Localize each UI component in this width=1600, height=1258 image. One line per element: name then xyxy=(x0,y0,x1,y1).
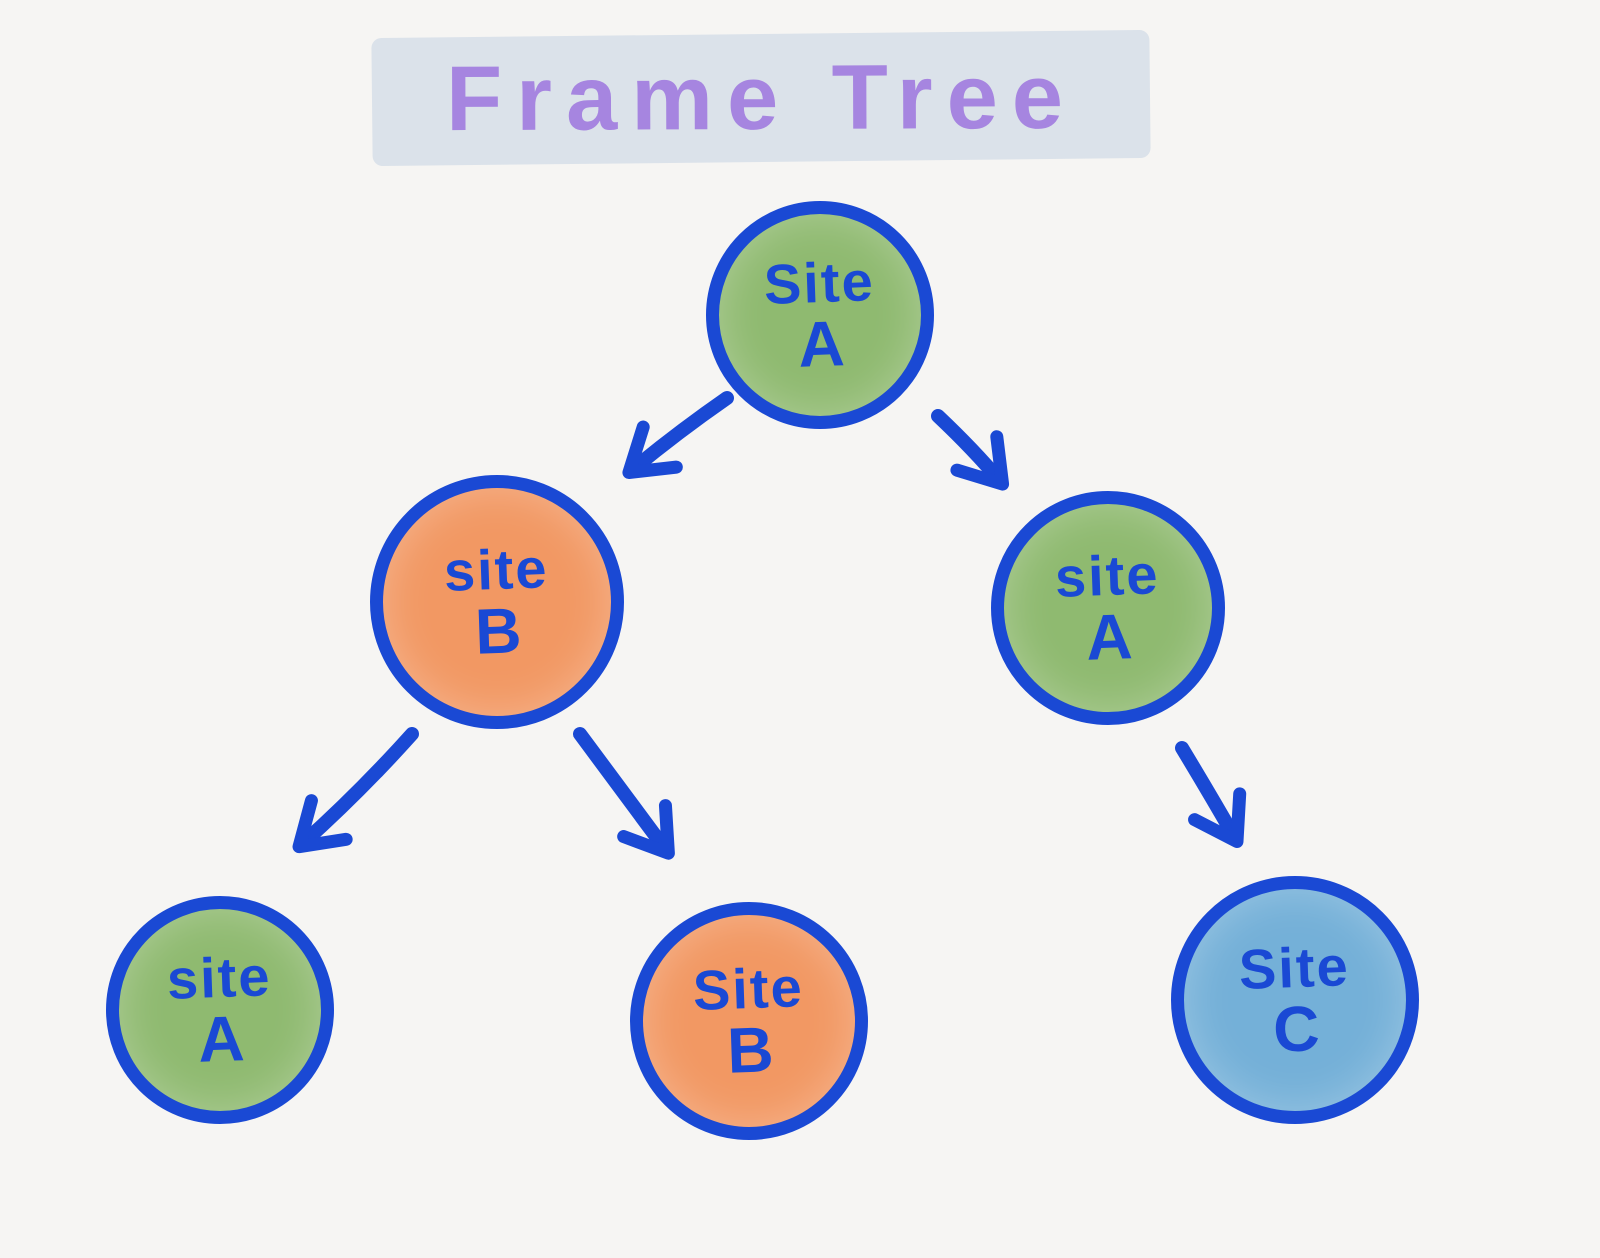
edge-site-a-to-site-c xyxy=(1175,741,1247,848)
node-text-line1: site xyxy=(1053,542,1161,609)
edge-root-to-site-a xyxy=(931,409,1010,491)
node-text-line1: site xyxy=(442,536,550,603)
node-text-line1: Site xyxy=(762,248,876,316)
node-label: site A xyxy=(165,944,274,1076)
node-mid-site-b: site B xyxy=(370,475,624,729)
edge-root-to-site-b xyxy=(622,391,734,480)
node-text-line1: site xyxy=(165,944,273,1011)
node-root-site-a: Site A xyxy=(706,201,934,429)
node-text-line2: A xyxy=(1084,599,1134,674)
node-text-line1: Site xyxy=(691,954,805,1022)
node-text-line2: B xyxy=(725,1012,775,1087)
node-leaf-site-a: site A xyxy=(106,896,334,1124)
node-text-line2: B xyxy=(473,593,523,668)
node-text-line2: A xyxy=(796,306,846,381)
node-label: Site A xyxy=(762,248,878,381)
diagram-title: Frame Tree xyxy=(445,45,1077,150)
edge-site-b-to-leaf-b xyxy=(573,727,675,860)
node-mid-site-a: site A xyxy=(991,491,1225,725)
title-highlight: Frame Tree xyxy=(371,29,1151,167)
node-label: Site B xyxy=(691,954,807,1087)
node-text-line1: Site xyxy=(1237,933,1351,1001)
node-label: site B xyxy=(442,536,551,668)
node-label: Site C xyxy=(1237,933,1353,1066)
edge-site-b-to-leaf-a xyxy=(292,727,419,854)
node-text-line2: A xyxy=(196,1001,246,1076)
node-label: site A xyxy=(1053,542,1162,674)
node-leaf-site-c: Site C xyxy=(1171,876,1419,1124)
node-text-line2: C xyxy=(1271,991,1321,1066)
node-leaf-site-b: Site B xyxy=(630,902,868,1140)
